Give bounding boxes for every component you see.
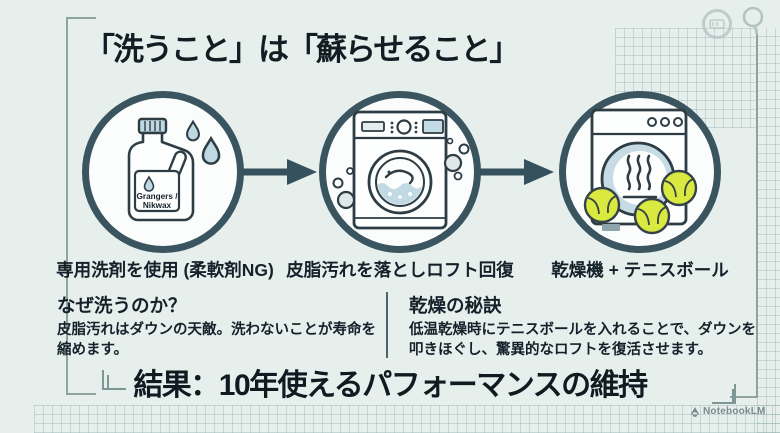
washing-machine-icon [332,110,470,230]
magnifier-icon [740,3,770,39]
notes-divider [386,292,388,358]
bottle-label-line1: Grangers / [137,192,179,201]
step-caption-dryer: 乾燥機 + テニスボール [551,260,729,280]
note-heading: 乾燥の秘訣 [409,295,502,316]
note-drying-tip: 乾燥の秘訣 低温乾燥時にテニスボールを入れることで、ダウンを叩きほぐし、驚異的な… [409,292,765,360]
note-why-wash: なぜ洗うのか？ 皮脂汚れはダウンの天敵。洗わないことが寿命を縮めます。 [57,292,383,360]
arrow-right-icon [243,159,317,185]
brand-watermark: NotebookLM [690,406,766,417]
note-body: 低温乾燥時にテニスボールを入れることで、ダウンを叩きほぐし、驚異的なロフトを復活… [409,322,756,358]
frame-line-right [730,33,758,398]
bottle-label-line2: Nikwax [143,201,172,210]
step-circle-dryer [559,91,721,253]
corner-mark-bottom-left [107,375,126,390]
tennis-ball-icon [583,186,621,224]
step-circle-washer [319,91,481,253]
detergent-bottle-icon: Grangers / Nikwax [127,117,221,222]
step-caption-detergent: 専用洗剤を使用 (柔軟剤NG) [56,260,274,280]
grid-texture-bottom [34,405,780,433]
page-title: 「洗うこと」は「蘇らせること」 [84,32,520,67]
tennis-ball-icon [660,169,698,207]
heat-waves-icon [622,154,658,199]
tennis-ball-icon [633,197,671,235]
grid-texture-right-strip [757,28,780,433]
water-drops-icon [186,119,221,165]
brand-text: NotebookLM [703,406,766,417]
note-heading: なぜ洗うのか？ [57,295,187,316]
step-circle-detergent: Grangers / Nikwax [82,91,244,253]
arrow-right-icon [480,159,554,185]
notebooklm-logo-icon [690,406,700,417]
note-body: 皮脂汚れはダウンの天敵。洗わないことが寿命を縮めます。 [57,322,376,358]
dryer-tennis-balls-icon [583,108,698,235]
step-caption-washer: 皮脂汚れを落としロフト回復 [286,260,514,280]
badge-watermark-icon [700,7,734,41]
frame-line-left [66,17,96,395]
corner-mark-bottom-right [715,389,734,404]
result-banner: 結果：10年使えるパフォーマンスの維持 [133,369,648,402]
